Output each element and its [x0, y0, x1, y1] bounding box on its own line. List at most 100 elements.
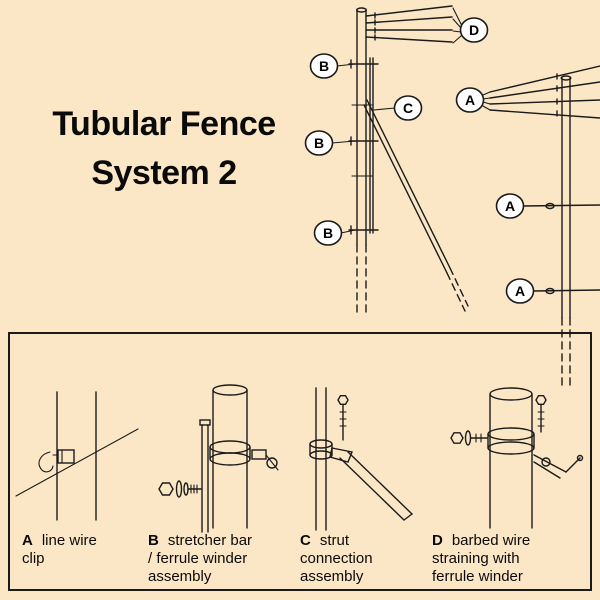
callout-d: D	[452, 7, 489, 44]
legend-letter-b: B	[148, 532, 159, 549]
clamp-band	[209, 452, 251, 466]
barbed-wire	[365, 5, 453, 17]
clamp-band	[487, 441, 535, 455]
wire-strainer	[545, 202, 555, 210]
illustration-barbed-wire-straining	[450, 387, 584, 529]
callout-c: C	[373, 95, 423, 121]
callout-b-mid: B	[304, 130, 356, 156]
page-title: Tubular Fence System 2	[18, 100, 310, 198]
callout-letter: D	[469, 22, 479, 38]
callout-leader	[331, 140, 356, 144]
line-wire	[532, 289, 600, 292]
callout-leader	[336, 63, 356, 67]
post-cap	[356, 7, 368, 13]
callout-letter: B	[319, 58, 329, 74]
detail-panel-border	[8, 332, 592, 591]
legend-letter-c: C	[300, 532, 311, 549]
title-line-2: System 2	[91, 154, 237, 192]
ferrule-winder-pin	[265, 454, 279, 471]
winder-handle-tip	[576, 454, 584, 462]
bolt-head	[158, 482, 174, 496]
illustration-line-wire-clip	[15, 391, 139, 521]
strut-line-buried	[446, 272, 466, 312]
clamp-band	[209, 440, 251, 454]
barbed-wires-top	[365, 5, 453, 43]
bar-top	[199, 419, 211, 426]
callout-circle	[495, 193, 525, 219]
strut-line	[347, 451, 413, 515]
strut	[363, 99, 469, 312]
callout-circle	[505, 278, 535, 304]
callout-b-bottom: B	[313, 220, 356, 246]
post-cap	[212, 384, 248, 396]
callout-leader	[452, 35, 462, 44]
callout-leader	[482, 91, 491, 96]
barbed-wire	[365, 36, 453, 43]
ferrule-winder-eye	[266, 457, 278, 469]
callout-letter: B	[314, 135, 324, 151]
post-cap	[560, 75, 572, 81]
callout-letter: A	[505, 198, 515, 214]
legend-letter-a: A	[22, 532, 33, 549]
line-wires-right	[489, 65, 600, 295]
legend-label-c: strut connection assembly	[300, 532, 373, 585]
callout-circle	[304, 130, 334, 156]
callout-leader	[452, 18, 462, 29]
callout-b-top: B	[309, 53, 356, 79]
callout-leader	[482, 105, 491, 111]
callout-circle	[313, 220, 343, 246]
strut-line-buried	[449, 267, 469, 307]
callout-leader	[482, 101, 491, 105]
line-wire	[522, 204, 600, 207]
screw-head	[337, 395, 349, 405]
main-post	[356, 7, 368, 313]
winder-eye	[541, 457, 551, 467]
stretcher-bar	[369, 57, 374, 234]
winder-arm	[533, 461, 561, 479]
callout-letter: B	[323, 225, 333, 241]
clamp-band	[487, 427, 535, 441]
strut-line	[366, 99, 451, 269]
line-wire	[489, 65, 600, 93]
wire-strainer	[545, 287, 555, 295]
washer	[464, 430, 472, 446]
title-line-1: Tubular Fence	[52, 105, 276, 143]
strut-line	[339, 457, 405, 521]
clip-hook	[38, 451, 54, 473]
legend-letter-d: D	[432, 532, 443, 549]
right-post	[560, 75, 572, 391]
legend-label-b: stretcher bar / ferrule winder assembly	[148, 532, 253, 585]
clip-body	[57, 449, 75, 464]
clamp-band	[309, 450, 333, 460]
legend-label-a: line wire clip	[22, 532, 97, 567]
callout-letter: C	[403, 100, 413, 116]
callout-a-top: A	[455, 87, 491, 113]
wire-diagonal	[15, 428, 139, 497]
strut-end	[403, 513, 413, 521]
washer	[175, 480, 183, 498]
callout-letter: A	[515, 283, 525, 299]
ferrule-winder-body	[251, 449, 267, 460]
legend-label-d: barbed wire straining with ferrule winde…	[432, 532, 531, 585]
winder-handle	[565, 457, 581, 473]
callout-a-bottom: A	[505, 278, 535, 304]
callout-circle	[459, 17, 489, 43]
illustration-stretcher-bar	[158, 384, 279, 533]
callout-leader	[452, 7, 462, 25]
strut-line	[363, 104, 448, 274]
callout-leader	[340, 229, 356, 234]
illustration-strut-connection	[309, 387, 413, 531]
callout-leader	[452, 30, 462, 33]
strut-bracket	[329, 447, 353, 463]
screw-head	[535, 395, 547, 405]
callout-leader	[373, 107, 396, 111]
line-wire	[489, 109, 600, 119]
callout-circle	[393, 95, 423, 121]
line-wire	[489, 99, 600, 105]
post-cap	[489, 387, 533, 401]
barbed-wire	[365, 16, 453, 24]
